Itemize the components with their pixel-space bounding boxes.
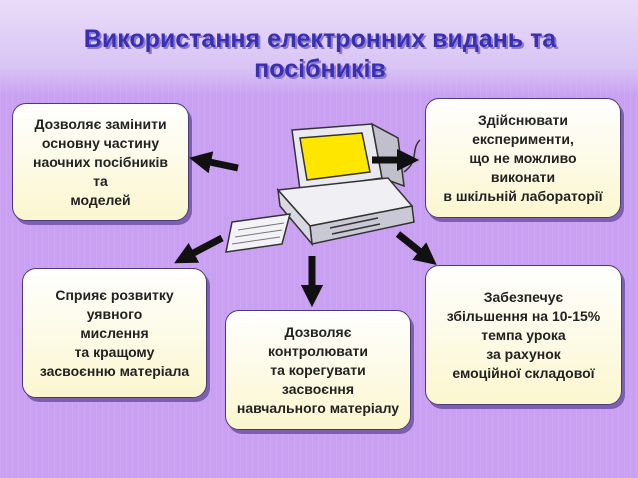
- page-title: Використання електронних видань та посіб…: [83, 25, 557, 83]
- title-band: [0, 0, 638, 96]
- computer-icon: [225, 122, 421, 253]
- arrow-to-replace-aids: [189, 151, 239, 174]
- box-replace-aids: Дозволяє замінити основну частину наочни…: [12, 103, 189, 221]
- arrow-to-tempo: [395, 231, 437, 265]
- box-control: Дозволяє контролювати та корегувати засв…: [225, 310, 411, 430]
- arrow-to-imagination: [174, 234, 224, 264]
- box-experiments: Здійснювати експерименти, що не можливо …: [425, 98, 621, 218]
- box-tempo: Забезпечує збільшення на 10-15% темпа ур…: [425, 265, 622, 405]
- box-imagination: Сприяє розвитку уявного мислення та кращ…: [22, 268, 207, 398]
